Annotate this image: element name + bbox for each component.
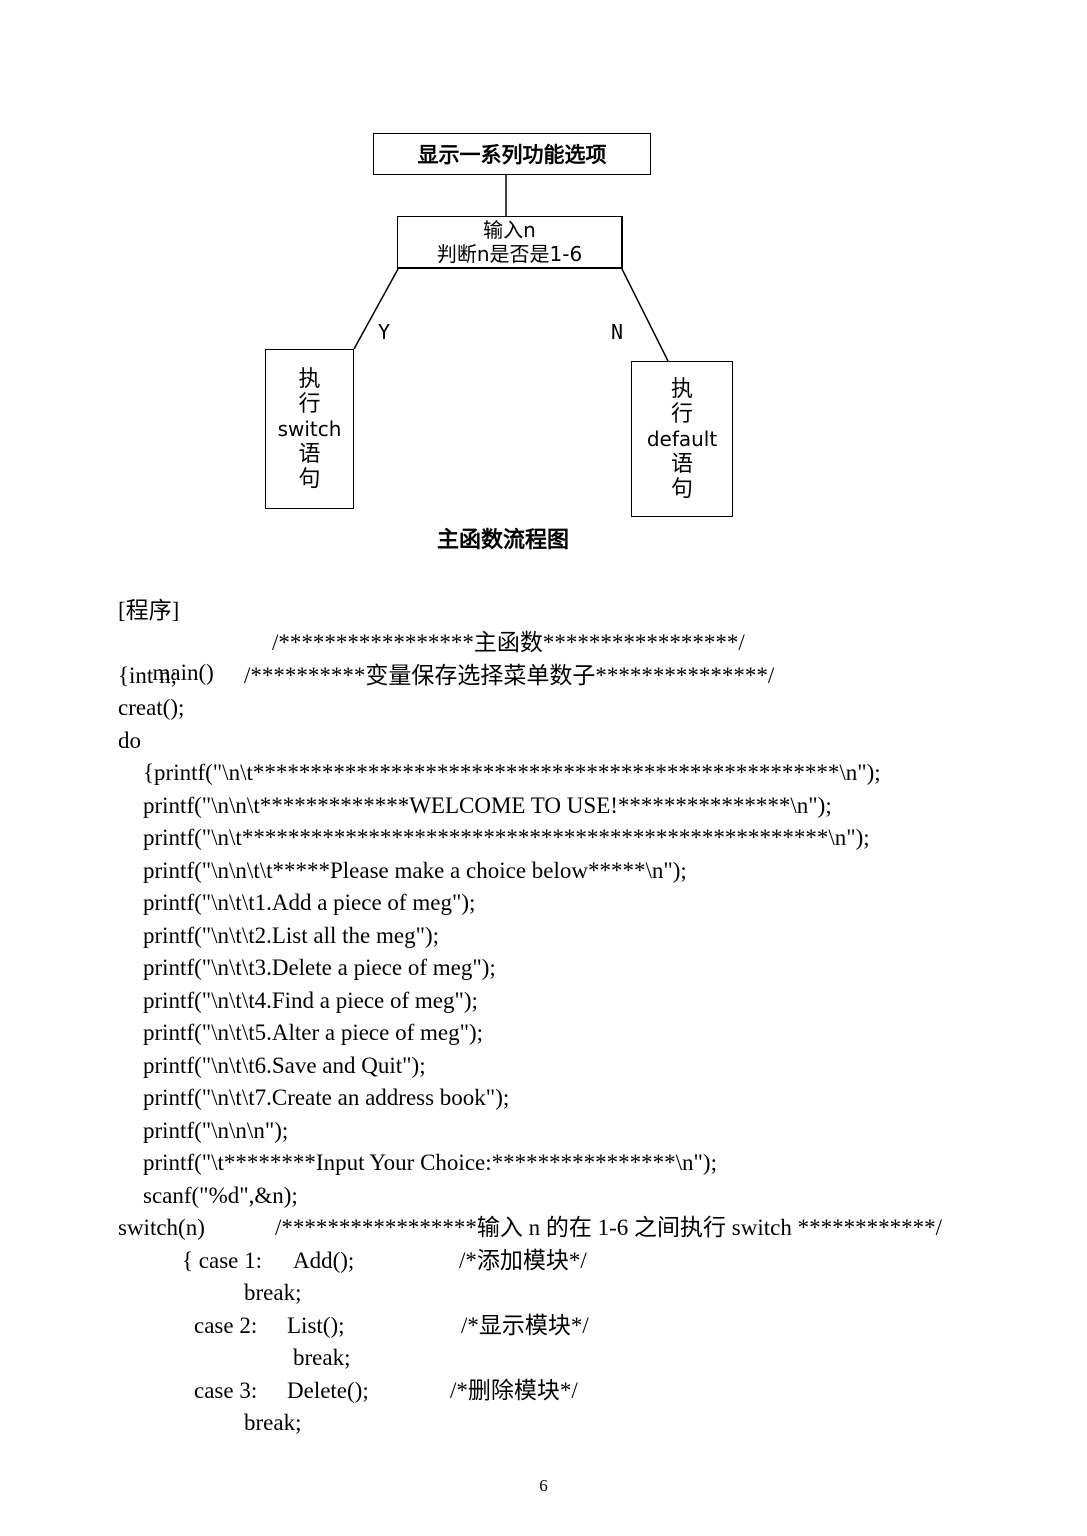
code-break-2: break; [293, 1345, 351, 1370]
switch-box-char-2: 行 [298, 391, 321, 417]
code-text: main() [152, 660, 214, 685]
code-comment-delete: /*删除模块*/ [450, 1378, 578, 1403]
code-line-printf-border-2: printf("\n\t****************************… [143, 825, 870, 850]
default-box-char-2: 行 [670, 401, 693, 427]
default-box-char-4: 句 [670, 476, 693, 502]
code-line-printf-save: printf("\n\t\t6.Save and Quit"); [143, 1053, 426, 1078]
flowchart-caption: 主函数流程图 [436, 528, 569, 553]
code-case-3: case 3: [194, 1378, 258, 1403]
code-call-list: List(); [287, 1313, 345, 1338]
code-line-scanf: scanf("%d",&n); [143, 1183, 298, 1208]
code-call-add: Add(); [293, 1248, 355, 1273]
code-line-printf-border-1: {printf("\n\t***************************… [143, 760, 881, 785]
code-comment-main: /*****************主函数*****************/ [272, 630, 745, 655]
program-heading: [程序] [118, 598, 180, 623]
code-comment-switch: /*****************输入 n 的在 1-6 之间执行 switc… [275, 1215, 942, 1240]
connector-yes-branch [353, 268, 399, 350]
execute-default-box: 执 行 default 语 句 [631, 361, 733, 517]
code-break-3: break; [244, 1410, 302, 1435]
code-line-do: do [118, 728, 141, 753]
code-line-printf-newlines: printf("\n\n\n"); [143, 1118, 289, 1143]
code-line-creat: creat(); [118, 695, 185, 720]
code-comment-int-n: /**********变量保存选择菜单数子***************/ [244, 663, 775, 688]
execute-switch-box: 执 行 switch 语 句 [265, 349, 354, 509]
code-line-int-n: {int n; [118, 663, 177, 688]
switch-box-char-3: 语 [298, 441, 321, 467]
switch-box-char-1: 执 [298, 366, 321, 392]
page-number: 6 [539, 1476, 548, 1495]
code-line-printf-alter: printf("\n\t\t5.Alter a piece of meg"); [143, 1020, 484, 1045]
code-line-printf-add: printf("\n\t\t1.Add a piece of meg"); [143, 890, 476, 915]
no-branch-label: N [611, 320, 624, 344]
code-line-printf-delete: printf("\n\t\t3.Delete a piece of meg"); [143, 955, 496, 980]
default-box-char-3: 语 [670, 451, 693, 477]
code-line-printf-find: printf("\n\t\t4.Find a piece of meg"); [143, 988, 478, 1013]
display-options-text: 显示一系列功能选项 [417, 143, 607, 167]
default-box-word: default [646, 426, 718, 451]
code-line-main: main() [118, 628, 214, 718]
code-call-delete: Delete(); [287, 1378, 369, 1403]
display-options-box: 显示一系列功能选项 [373, 133, 651, 175]
code-case-2: case 2: [194, 1313, 258, 1338]
yes-branch-label: Y [378, 320, 391, 344]
code-case-1: { case 1: [182, 1248, 263, 1273]
main-function-flowchart: 显示一系列功能选项 输入n 判断n是否是1-6 执 行 switch 语 句 执… [0, 0, 1087, 560]
code-line-printf-welcome: printf("\n\n\t*************WELCOME TO US… [143, 793, 832, 818]
code-comment-list: /*显示模块*/ [461, 1313, 589, 1338]
code-line-printf-choice: printf("\n\n\t\t*****Please make a choic… [143, 858, 687, 883]
flowchart-connectors [353, 175, 669, 362]
switch-box-word: switch [277, 416, 342, 441]
switch-box-char-4: 句 [298, 466, 321, 492]
connector-no-branch [621, 268, 669, 362]
input-n-text: 输入n [483, 218, 536, 242]
decision-text: 判断n是否是1-6 [436, 242, 583, 266]
input-decision-box: 输入n 判断n是否是1-6 [397, 216, 623, 269]
default-box-char-1: 执 [670, 376, 693, 402]
code-line-switch: switch(n) [118, 1215, 205, 1240]
code-line-printf-list: printf("\n\t\t2.List all the meg"); [143, 923, 440, 948]
code-line-printf-create: printf("\n\t\t7.Create an address book")… [143, 1085, 510, 1110]
code-line-printf-input: printf("\t********Input Your Choice:****… [143, 1150, 717, 1175]
code-comment-add: /*添加模块*/ [459, 1248, 587, 1273]
code-break-1: break; [244, 1280, 302, 1305]
